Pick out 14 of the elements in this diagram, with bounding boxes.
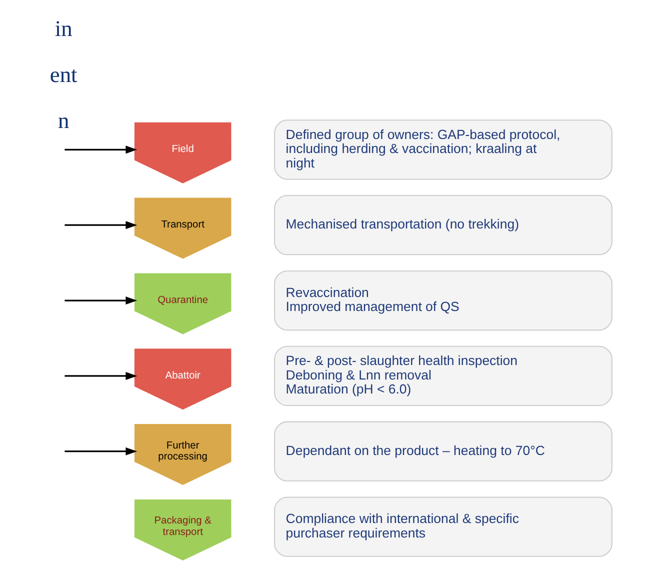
arrow bbox=[64, 296, 138, 305]
arrow bbox=[64, 447, 138, 456]
node-box: Pre- & post- slaughter health inspection Deboning & Lnn removal Maturation (pH < 6.0) bbox=[274, 346, 612, 406]
label: ent bbox=[50, 62, 78, 88]
arrow bbox=[64, 146, 138, 154]
node-box: Defined group of owners: GAP-based protocol, including herding & vaccination; kraaling at night bbox=[274, 120, 612, 180]
node-box: Mechanised transportation (no trekking) bbox=[274, 195, 612, 256]
node-box: Revaccination Improved management of QS bbox=[274, 270, 612, 331]
arrow bbox=[64, 221, 138, 230]
arrow bbox=[64, 372, 138, 380]
label: in bbox=[54, 16, 72, 42]
label: n bbox=[58, 108, 70, 133]
node-box: Compliance with international & specific purchaser requirements bbox=[274, 496, 612, 557]
node-box: Dependant on the product – heating to 70°C bbox=[274, 421, 612, 482]
